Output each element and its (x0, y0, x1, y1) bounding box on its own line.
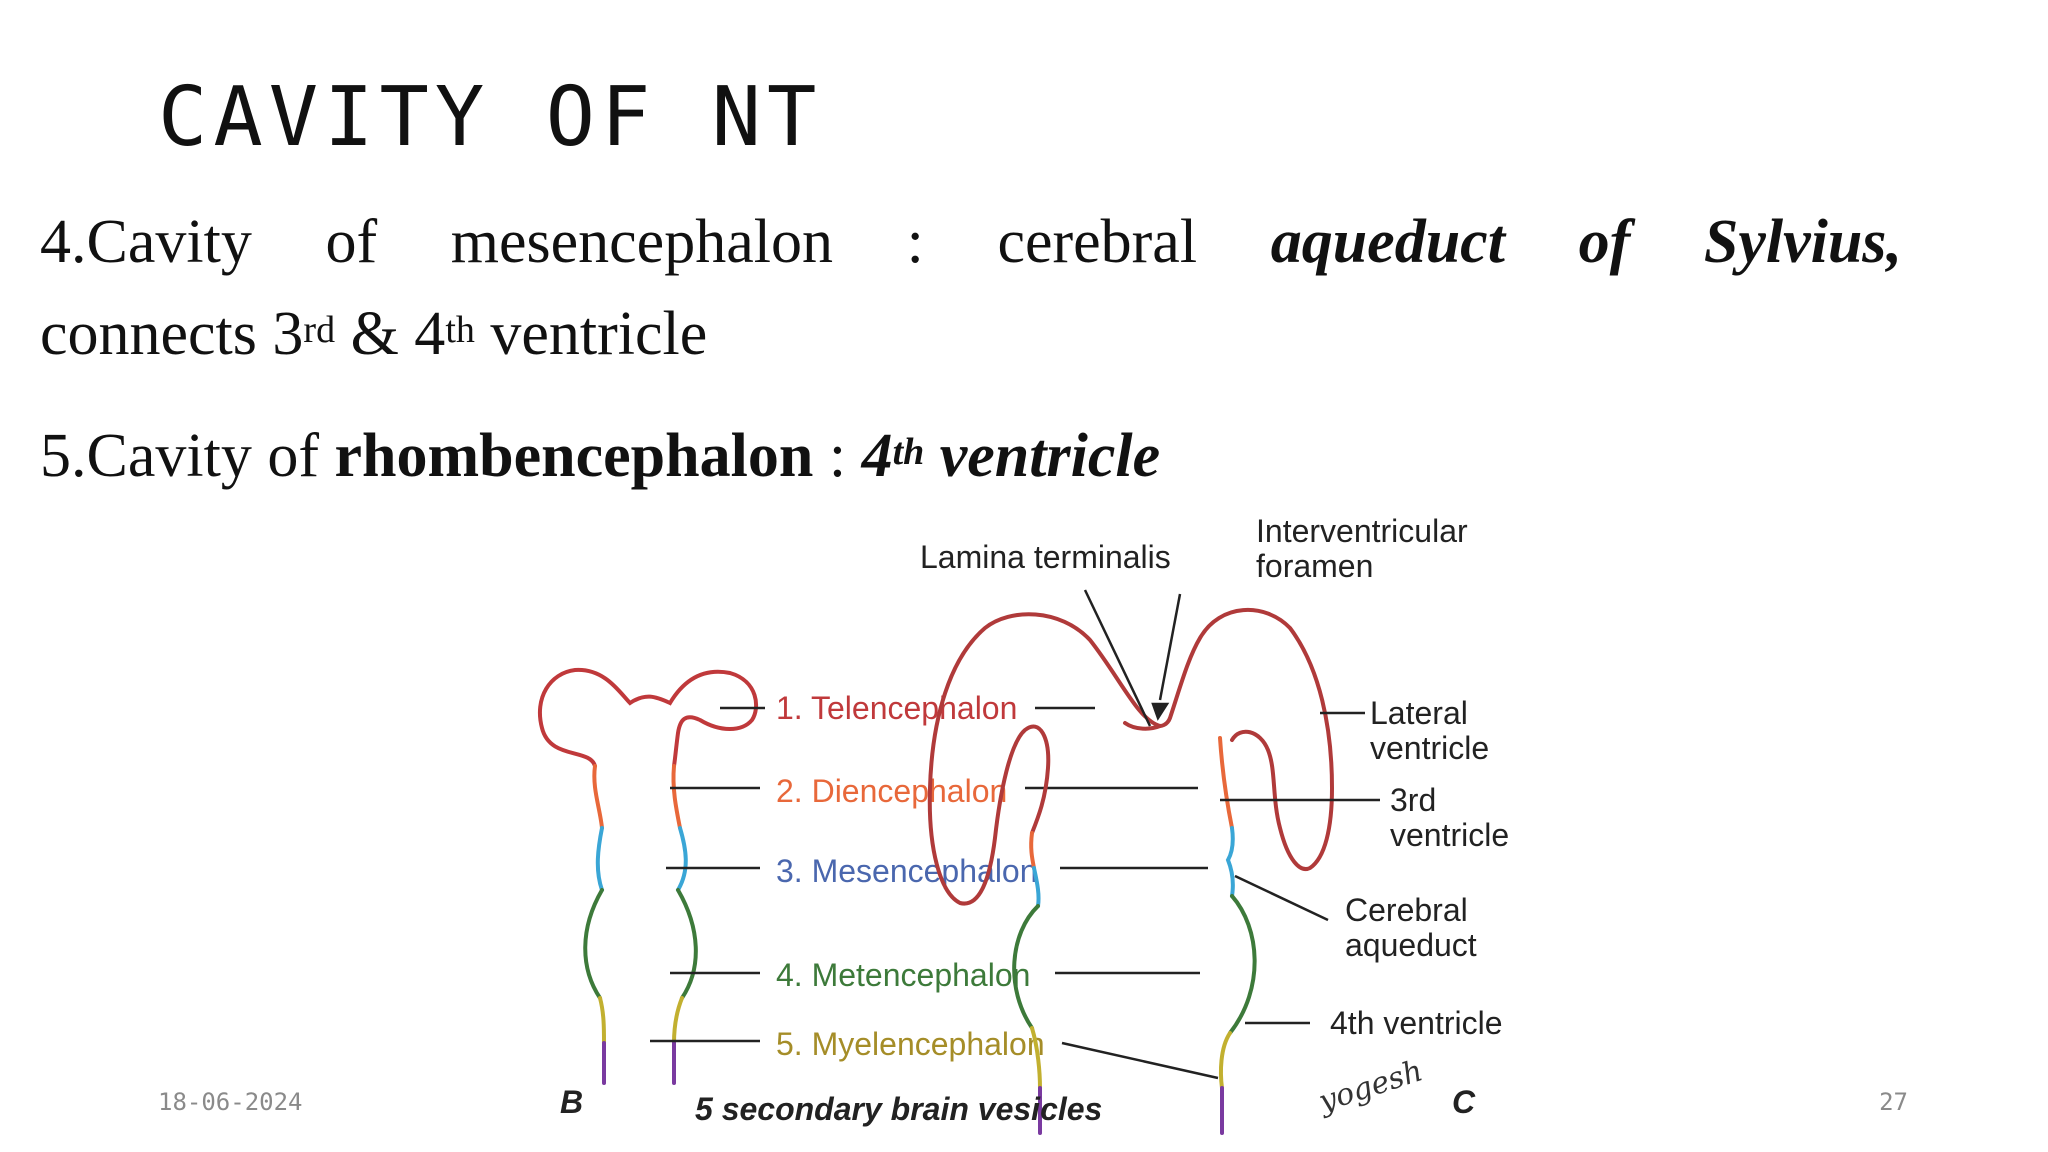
point-4-connects-text: connects 3 (40, 300, 304, 368)
left-mesencephalon (595, 826, 604, 892)
left-diencephalon (592, 764, 604, 830)
point-5-prefix: 5.Cavity of (40, 422, 335, 490)
point-4-word-mesencephalon: mesencephalon (450, 208, 833, 276)
right-metencephalon (676, 888, 698, 1000)
superscript-th: th (445, 309, 475, 351)
point-4-emphasis-aqueduct: aqueduct (1270, 208, 1505, 276)
medulla-right (1219, 1031, 1232, 1090)
left-metencephalon (583, 888, 604, 1000)
figure-caption: 5 secondary brain vesicles (695, 1091, 1102, 1127)
point-4-colon: : (906, 208, 924, 276)
point-4-ventricle-text: ventricle (474, 300, 708, 368)
leader-cerebral-aqueduct (1234, 874, 1329, 922)
label-interventricular-1: Interventricular (1256, 513, 1468, 549)
left-myelencephalon (598, 996, 606, 1045)
brain-vesicles-diagram: 1. Telencephalon 2. Diencephalon 3. Mese… (537, 513, 1509, 1135)
label-third-1: 3rd (1390, 782, 1436, 818)
point-5-separator: : (813, 422, 862, 490)
aqueduct-right (1225, 826, 1235, 898)
point-5-ventricle: ventricle (924, 422, 1161, 490)
panel-c-ventricles (927, 608, 1335, 1135)
third-ventricle-right (1218, 736, 1234, 830)
footer-page-number: 27 (1879, 1088, 1908, 1116)
point-4-line-1: 4.Cavity of mesencephalon : cerebral aqu… (40, 196, 1902, 288)
lamina-terminalis-curve (1123, 721, 1162, 731)
point-4-word-of: of (325, 208, 378, 276)
point-4-emphasis-sylvius: Sylvius, (1703, 208, 1902, 276)
point-5-superscript-th: th (892, 431, 925, 473)
right-mesencephalon (676, 826, 688, 892)
fourth-ventricle-right (1228, 894, 1257, 1035)
label-aqueduct-2: aqueduct (1345, 927, 1477, 963)
label-diencephalon: 2. Diencephalon (776, 773, 1007, 809)
superscript-rd: rd (303, 309, 336, 351)
label-interventricular-2: foramen (1256, 548, 1373, 584)
slide-title: CAVITY OF NT (158, 70, 823, 165)
label-lateral-2: ventricle (1370, 730, 1489, 766)
fourth-ventricle-left (1012, 904, 1040, 1030)
interventricular-arrowhead (1151, 702, 1170, 721)
label-lateral-1: Lateral (1370, 695, 1468, 731)
point-4-emphasis-of: of (1578, 208, 1631, 276)
label-fourth-ventricle: 4th ventricle (1330, 1005, 1503, 1041)
footer-date: 18-06-2024 (158, 1088, 303, 1116)
point-5-rhombencephalon: rhombencephalon (334, 422, 814, 490)
leader-interventricular-foramen (1158, 593, 1182, 701)
telencephalon-outline (537, 667, 759, 768)
leader-myelencephalon-right (1061, 1041, 1219, 1080)
panel-label-b: B (560, 1084, 583, 1120)
label-myelencephalon: 5. Myelencephalon (776, 1026, 1045, 1062)
label-third-2: ventricle (1390, 817, 1509, 853)
point-4-word-cerebral: cerebral (997, 208, 1198, 276)
point-4-cavity-of-mesencephalon: 4.Cavity of mesencephalon : cerebral aqu… (40, 196, 1902, 380)
vesicle-labels: 1. Telencephalon 2. Diencephalon 3. Mese… (776, 690, 1045, 1062)
point-5-cavity-of-rhombencephalon: 5.Cavity of rhombencephalon : 4th ventri… (40, 410, 1160, 502)
label-aqueduct-1: Cerebral (1345, 892, 1468, 928)
right-diencephalon (671, 764, 682, 830)
medulla-left (1030, 1026, 1042, 1090)
aqueduct-left (1032, 866, 1041, 908)
point-4-word-number: 4.Cavity (40, 208, 252, 276)
panel-c-labels: Lamina terminalis Interventricular foram… (920, 513, 1509, 1041)
point-5-fourth: 4 (861, 422, 893, 490)
panel-label-c: C (1452, 1084, 1476, 1120)
right-myelencephalon (672, 996, 684, 1045)
label-telencephalon: 1. Telencephalon (776, 690, 1017, 726)
point-4-line-2: connects 3rd & 4th ventricle (40, 288, 1902, 380)
panel-b-neural-tube (537, 667, 759, 1085)
point-4-and-text: & 4 (335, 300, 446, 368)
leader-lamina-terminalis (1083, 589, 1152, 727)
lateral-ventricles-outline (927, 608, 1335, 906)
third-ventricle-left (1029, 831, 1036, 870)
label-metencephalon: 4. Metencephalon (776, 957, 1030, 993)
panel-b-leader-lines (650, 706, 1219, 1080)
panel-c-leader-lines (1083, 589, 1380, 1025)
brain-vesicles-figure: 1. Telencephalon 2. Diencephalon 3. Mese… (520, 498, 1580, 1152)
label-lamina-terminalis: Lamina terminalis (920, 539, 1171, 575)
label-mesencephalon: 3. Mesencephalon (776, 853, 1038, 889)
author-signature: yogesh (1313, 1053, 1427, 1120)
